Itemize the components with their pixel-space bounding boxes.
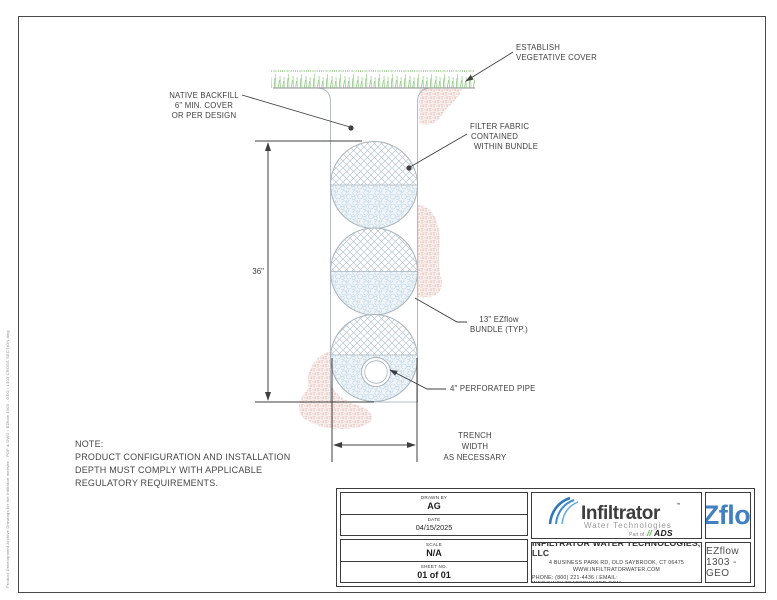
establish-vegetative-cover-label: ESTABLISH VEGETATIVE COVER xyxy=(516,43,597,62)
date-label: DATE xyxy=(427,517,441,523)
scale-value: N/A xyxy=(426,548,442,559)
regulatory-note: NOTE: PRODUCT CONFIGURATION AND INSTALLA… xyxy=(75,438,290,490)
soil-patch-bottom-left xyxy=(298,351,372,430)
scale-label: SCALE xyxy=(425,542,443,548)
bundle-line2: BUNDLE (TYP.) xyxy=(470,325,528,334)
soil-patch-top-right xyxy=(419,89,462,125)
meta-box-bottom: SCALE N/A SHEET NO. 01 of 01 xyxy=(340,539,528,583)
establish-line1: ESTABLISH xyxy=(516,43,560,52)
sheet-cell: SHEET NO. 01 of 01 xyxy=(341,560,527,583)
depth-dim-text: 36" xyxy=(252,267,264,276)
native-backfill-line2: 6" MIN. COVER xyxy=(175,101,233,110)
ads-part-of: Part of xyxy=(629,532,645,537)
date-cell: DATE 04/15/2025 xyxy=(341,513,527,536)
infiltrator-swoosh-icon xyxy=(548,496,578,524)
ads-slashes-icon: // xyxy=(646,528,653,537)
note-line2: PRODUCT CONFIGURATION AND INSTALLATION xyxy=(75,452,291,462)
company-info-cell: INFILTRATOR WATER TECHNOLOGIES, LLC 4 BU… xyxy=(531,542,702,583)
trench-width-line3: AS NECESSARY xyxy=(444,453,508,462)
trench-width-dimension xyxy=(331,358,418,462)
native-backfill-line1: NATIVE BACKFILL xyxy=(169,91,239,100)
sheet-value: 01 of 01 xyxy=(417,569,451,580)
note-line1: NOTE: xyxy=(75,439,104,449)
ads-wordmark: ADS xyxy=(653,528,673,537)
trench-width-line2: WIDTH xyxy=(462,442,489,451)
infiltrator-tm: ™ xyxy=(676,502,681,507)
company-phone-email: PHONE: (800) 221-4436 / EMAIL: INFO@INFI… xyxy=(532,574,621,582)
title-block: Infiltrator ™ Water Technologies Part of… xyxy=(336,488,755,587)
note-line3: DEPTH MUST COMPLY WITH APPLICABLE xyxy=(75,465,263,475)
drawn-by-label: DRAWN BY xyxy=(420,495,448,501)
company-name: INFILTRATOR WATER TECHNOLOGIES, LLC xyxy=(532,542,701,559)
note-line4: REGULATORY REQUIREMENTS. xyxy=(75,478,219,488)
infiltrator-logo: Infiltrator ™ Water Technologies Part of… xyxy=(548,496,681,537)
filter-fabric-line2: CONTAINED xyxy=(471,132,518,141)
infiltrator-logo-cell: Infiltrator ™ Water Technologies Part of… xyxy=(531,492,702,539)
infiltrator-sub: Water Technologies xyxy=(584,521,672,530)
company-address: 4 BUSINESS PARK RD, OLD SAYBROOK, CT 064… xyxy=(549,559,684,566)
pipe-label: 4" PERFORATED PIPE xyxy=(450,384,536,393)
sheet-border xyxy=(18,16,766,593)
depth-dimension xyxy=(255,140,374,403)
establish-line2: VEGETATIVE COVER xyxy=(516,53,597,62)
leader-filter-fabric xyxy=(409,133,468,168)
leader-lines xyxy=(241,51,514,390)
filter-fabric-label: FILTER FABRIC CONTAINED WITHIN BUNDLE xyxy=(470,122,538,151)
soil-patch-mid-right xyxy=(418,205,442,298)
filter-fabric-line3: WITHIN BUNDLE xyxy=(474,142,538,151)
leader-dot-native-backfill xyxy=(348,125,354,131)
date-value: 04/15/2025 xyxy=(415,523,453,533)
ezflow-wordmark: EZflow xyxy=(705,500,751,530)
leader-establish xyxy=(465,51,514,82)
ezflow-logo: EZflow® xyxy=(705,500,751,531)
perforated-pipe-inner xyxy=(364,360,388,384)
filter-fabric-line1: FILTER FABRIC xyxy=(470,122,529,131)
infiltrator-wordmark: Infiltrator xyxy=(581,503,661,524)
leader-dot-filter-fabric xyxy=(406,165,412,171)
ezflow-bundles xyxy=(330,141,418,402)
meta-box-top: DRAWN BY AG DATE 04/15/2025 xyxy=(340,492,528,536)
drawing-title-cell: EZflow 1303 - GEO xyxy=(705,542,751,583)
leader-native-backfill xyxy=(241,94,351,128)
company-website: WWW.INFILTRATORWATER.COM xyxy=(572,567,661,574)
trench-width-line1: TRENCH xyxy=(458,431,492,440)
ezflow-logo-cell: EZflow® xyxy=(705,492,751,539)
bundle-label: 13" EZflow BUNDLE (TYP.) xyxy=(470,315,528,334)
native-backfill-label: NATIVE BACKFILL 6" MIN. COVER OR PER DES… xyxy=(169,91,239,120)
drawing-title: EZflow 1303 - GEO xyxy=(706,546,739,579)
title-meta-column: DRAWN BY AG DATE 04/15/2025 SCALE N/A SH… xyxy=(340,492,528,583)
sheet-label: SHEET NO. xyxy=(420,563,448,569)
trench-width-label: TRENCH WIDTH AS NECESSARY xyxy=(444,431,508,462)
vegetative-cover-grass xyxy=(271,70,475,88)
soil-hatch-patches xyxy=(298,89,462,430)
native-backfill-line3: OR PER DESIGN xyxy=(172,111,237,120)
scale-cell: SCALE N/A xyxy=(341,540,527,561)
drawn-by-cell: DRAWN BY AG xyxy=(341,493,527,514)
leader-pipe xyxy=(389,369,446,390)
drawn-by-value: AG xyxy=(427,501,441,512)
bundle-line1: 13" EZflow xyxy=(479,315,519,324)
leader-bundle xyxy=(414,297,467,323)
